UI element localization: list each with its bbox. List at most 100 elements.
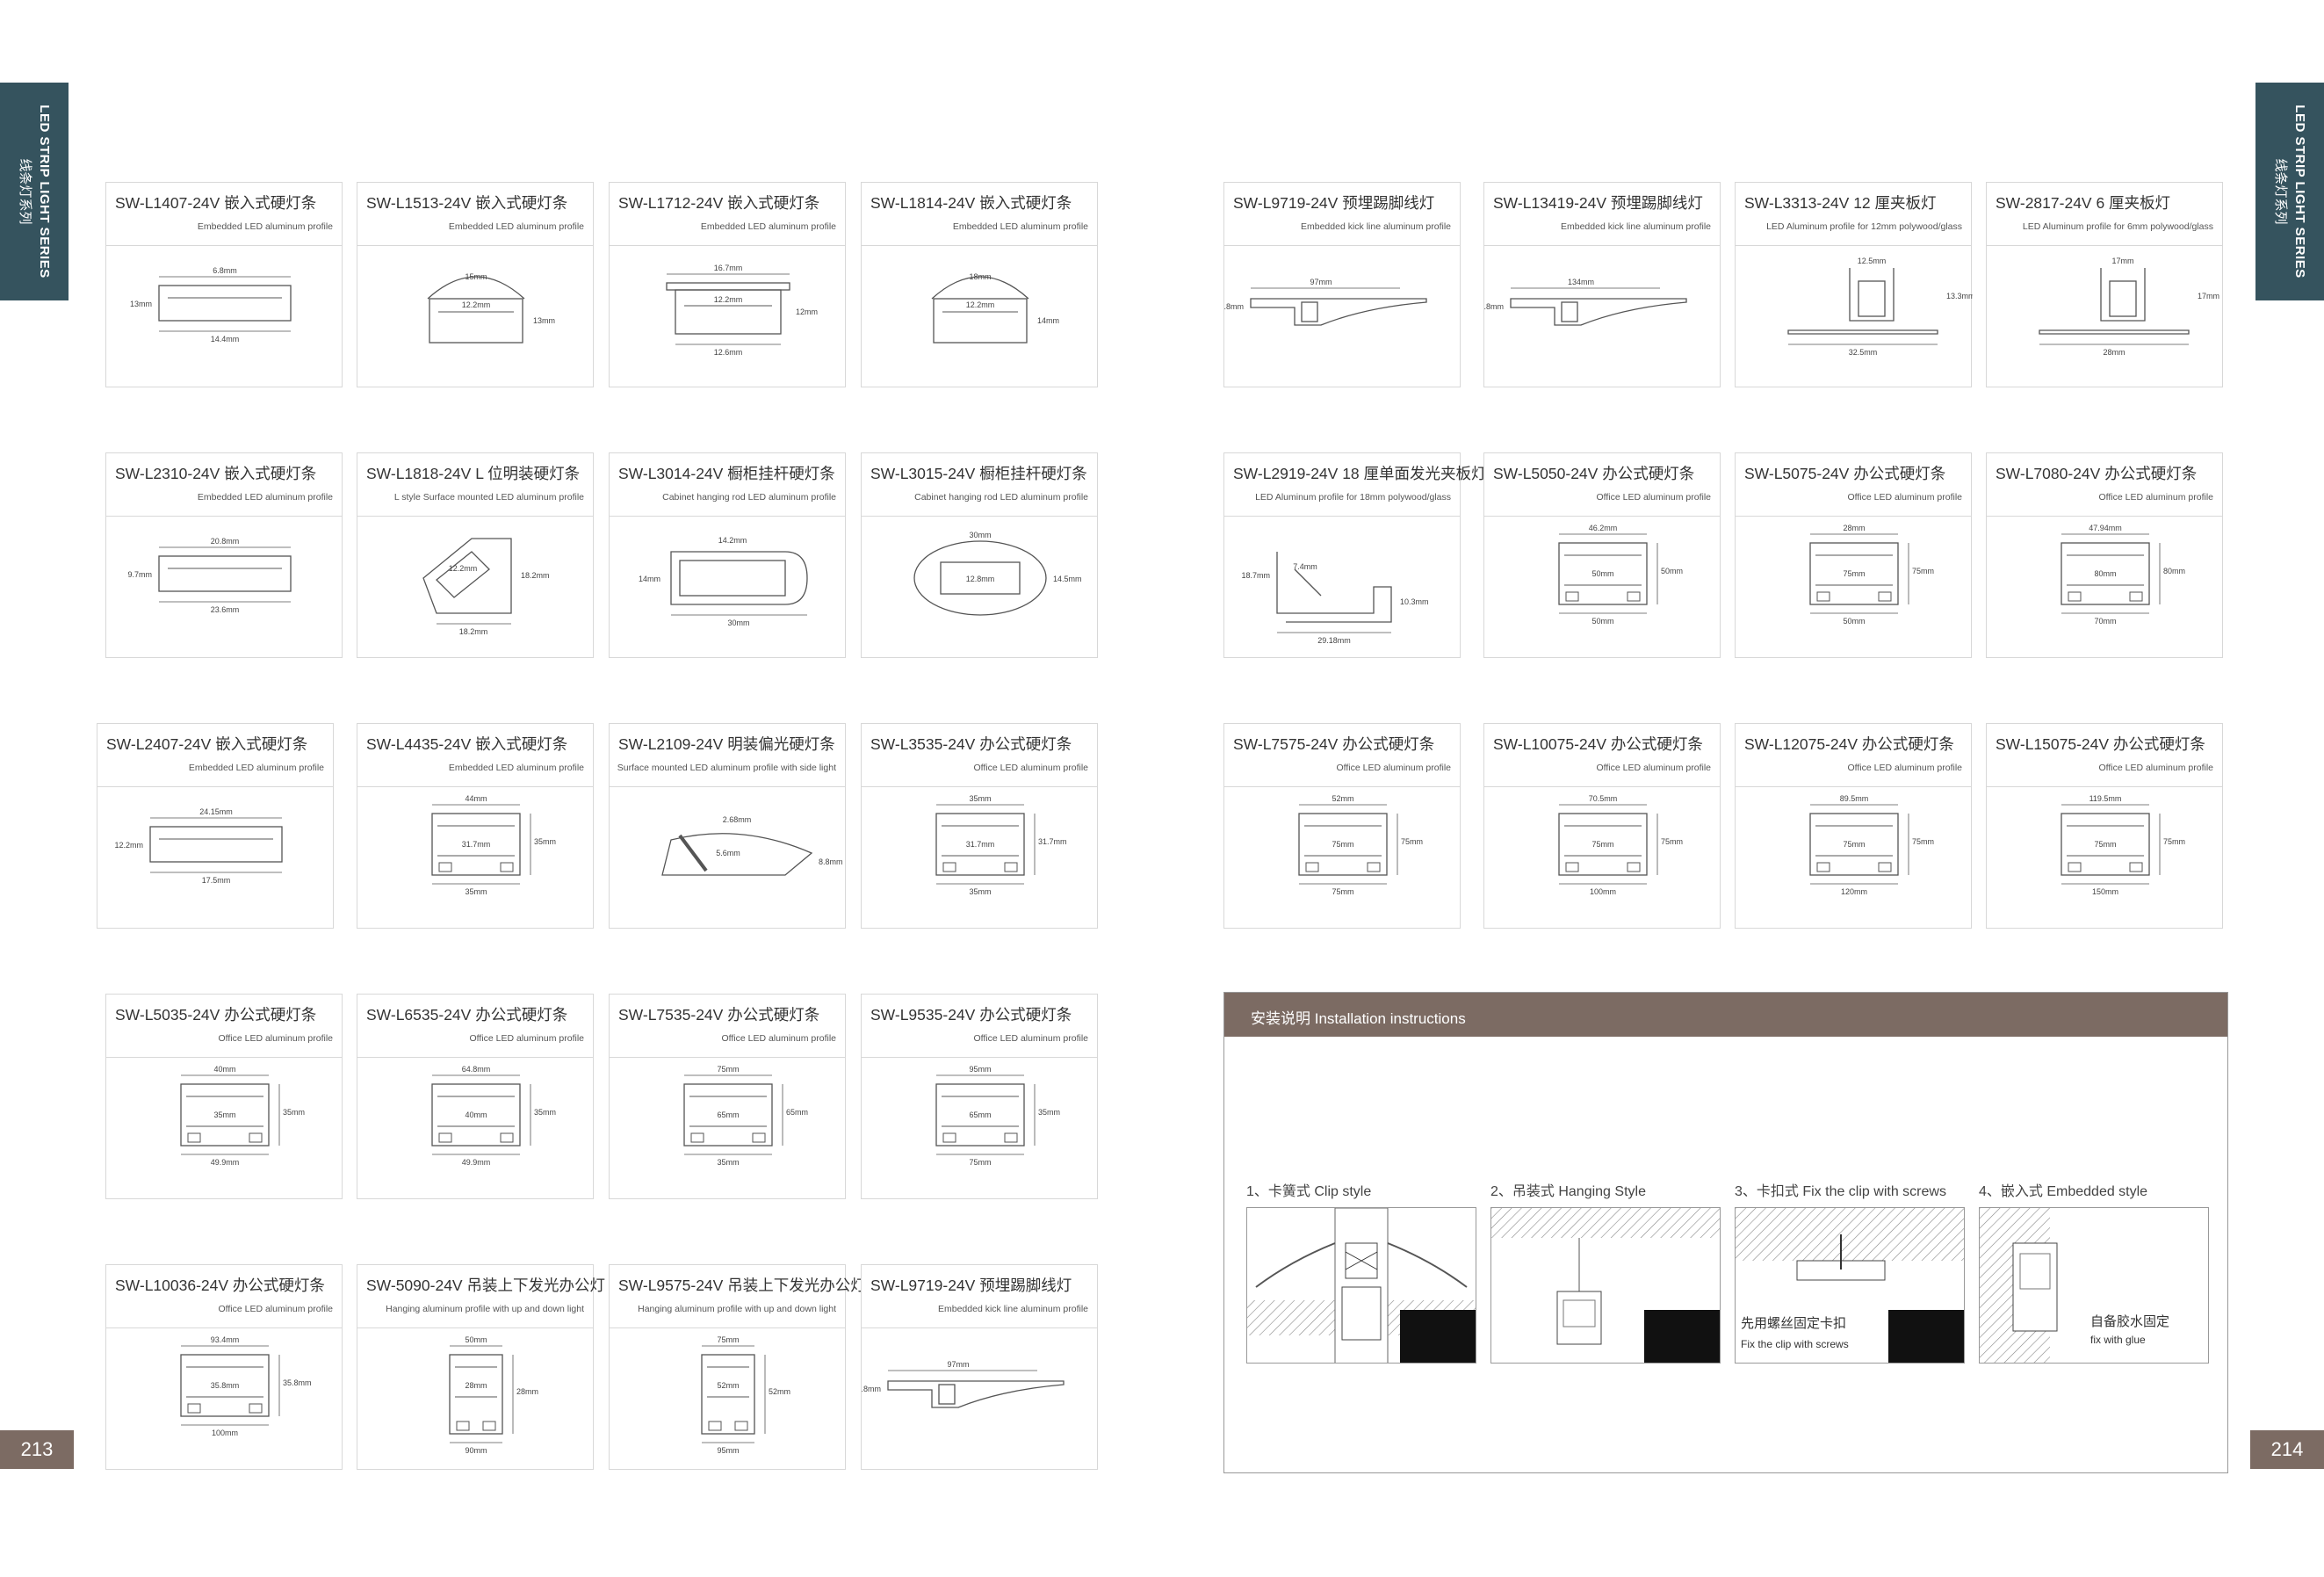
dimension-label: 13mm bbox=[533, 316, 555, 325]
dimension-label: 150mm bbox=[2092, 887, 2118, 896]
product-subtitle: Office LED aluminum profile bbox=[1596, 763, 1711, 773]
dimension-label: 24.15mm bbox=[199, 807, 233, 816]
step-illustration-embedded: 自备胶水固定 fix with glue bbox=[1979, 1207, 2209, 1364]
product-title: SW-L2919-24V 18 厘单面发光夹板灯 bbox=[1233, 465, 1487, 482]
dimension-label: 95mm bbox=[969, 1065, 991, 1074]
profile-cross-section-drawing: 97mm18.8mm bbox=[862, 1360, 1065, 1408]
series-side-tab-left: LED STRIP LIGHT SERIES 线条灯系列 bbox=[0, 83, 69, 300]
dimension-label: 10.3mm bbox=[1400, 597, 1429, 606]
product-title: SW-L10075-24V 办公式硬灯条 bbox=[1493, 735, 1703, 753]
dimension-label: 75mm bbox=[717, 1065, 739, 1074]
product-subtitle: Embedded LED aluminum profile bbox=[700, 221, 836, 232]
dimension-label: 12.5mm bbox=[1858, 257, 1887, 265]
product-title: SW-L3014-24V 橱柜挂杆硬灯条 bbox=[618, 465, 835, 482]
product-subtitle: Hanging aluminum profile with up and dow… bbox=[386, 1304, 584, 1314]
profile-cross-section-drawing: 134mm18.8mm bbox=[1484, 278, 1687, 326]
dimension-label: 14.4mm bbox=[211, 335, 240, 344]
product-subtitle: Embedded LED aluminum profile bbox=[188, 763, 324, 773]
series-side-tab-right: LED STRIP LIGHT SERIES 线条灯系列 bbox=[2255, 83, 2324, 300]
dimension-label: 50mm bbox=[1843, 617, 1865, 626]
dimension-label: 12.2mm bbox=[449, 564, 478, 573]
product-title: SW-L2407-24V 嵌入式硬灯条 bbox=[106, 735, 308, 753]
dimension-label: 70mm bbox=[2094, 617, 2116, 626]
product-card-header: SW-L10075-24V 办公式硬灯条 Office LED aluminum … bbox=[1484, 724, 1720, 787]
dimension-label: 20.8mm bbox=[211, 537, 240, 546]
installation-header: 安装说明 Installation instructions bbox=[1224, 993, 2227, 1037]
product-photo-thumb bbox=[1644, 1310, 1720, 1363]
product-card: SW-L10075-24V 办公式硬灯条 Office LED aluminum … bbox=[1483, 723, 1721, 929]
product-photo-thumb bbox=[1400, 1310, 1476, 1363]
product-subtitle: LED Aluminum profile for 18mm polywood/g… bbox=[1255, 492, 1451, 503]
product-card-header: SW-L2919-24V 18 厘单面发光夹板灯 LED Aluminum pro… bbox=[1224, 453, 1487, 517]
series-name-cn: 线条灯系列 bbox=[2273, 158, 2288, 225]
series-name-en: LED STRIP LIGHT SERIES bbox=[2292, 105, 2307, 279]
dimension-label: 95mm bbox=[717, 1446, 739, 1455]
product-subtitle: Office LED aluminum profile bbox=[218, 1304, 333, 1314]
product-subtitle: Office LED aluminum profile bbox=[1596, 492, 1711, 503]
product-card: SW-L2310-24V 嵌入式硬灯条 Embedded LED aluminum… bbox=[105, 452, 343, 658]
step-label-clip: 1、卡簧式 Clip style bbox=[1246, 1184, 1372, 1199]
dimension-label: 14.5mm bbox=[1053, 575, 1082, 583]
dimension-label: 65mm bbox=[786, 1108, 808, 1117]
step-illustration-clip bbox=[1246, 1207, 1476, 1364]
product-subtitle: Embedded LED aluminum profile bbox=[197, 492, 333, 503]
product-subtitle: Embedded LED aluminum profile bbox=[952, 221, 1088, 232]
dimension-label: 18.2mm bbox=[521, 571, 550, 580]
dimension-label: 40mm bbox=[465, 1110, 487, 1119]
product-title: SW-L5035-24V 办公式硬灯条 bbox=[115, 1006, 317, 1024]
product-card-header: SW-L9719-24V 预埋踢脚线灯 Embedded kick line al… bbox=[862, 1265, 1097, 1328]
dimension-label: 75mm bbox=[1661, 837, 1683, 846]
product-title: SW-L2310-24V 嵌入式硬灯条 bbox=[115, 465, 317, 482]
dimension-label: 18.7mm bbox=[1241, 571, 1270, 580]
dimension-label: 12mm bbox=[796, 307, 818, 316]
product-title: SW-L7535-24V 办公式硬灯条 bbox=[618, 1006, 820, 1024]
dimension-label: 35mm bbox=[969, 887, 991, 896]
product-subtitle: Embedded kick line aluminum profile bbox=[938, 1304, 1088, 1314]
dimension-label: 65mm bbox=[717, 1110, 739, 1119]
dimension-label: 28mm bbox=[516, 1387, 538, 1396]
product-title: SW-L1712-24V 嵌入式硬灯条 bbox=[618, 194, 820, 212]
dimension-label: 75mm bbox=[2094, 840, 2116, 849]
dimension-label: 28mm bbox=[2103, 348, 2125, 357]
dimension-label: 46.2mm bbox=[1589, 524, 1618, 532]
dimension-label: 35mm bbox=[283, 1108, 305, 1117]
dimension-label: 6.8mm bbox=[213, 266, 237, 275]
step-note-en: Fix the clip with screws bbox=[1741, 1338, 1849, 1350]
product-title: SW-L9719-24V 预埋踢脚线灯 bbox=[870, 1277, 1072, 1294]
dimension-label: 12.6mm bbox=[714, 348, 743, 357]
dimension-label: 89.5mm bbox=[1840, 794, 1869, 803]
